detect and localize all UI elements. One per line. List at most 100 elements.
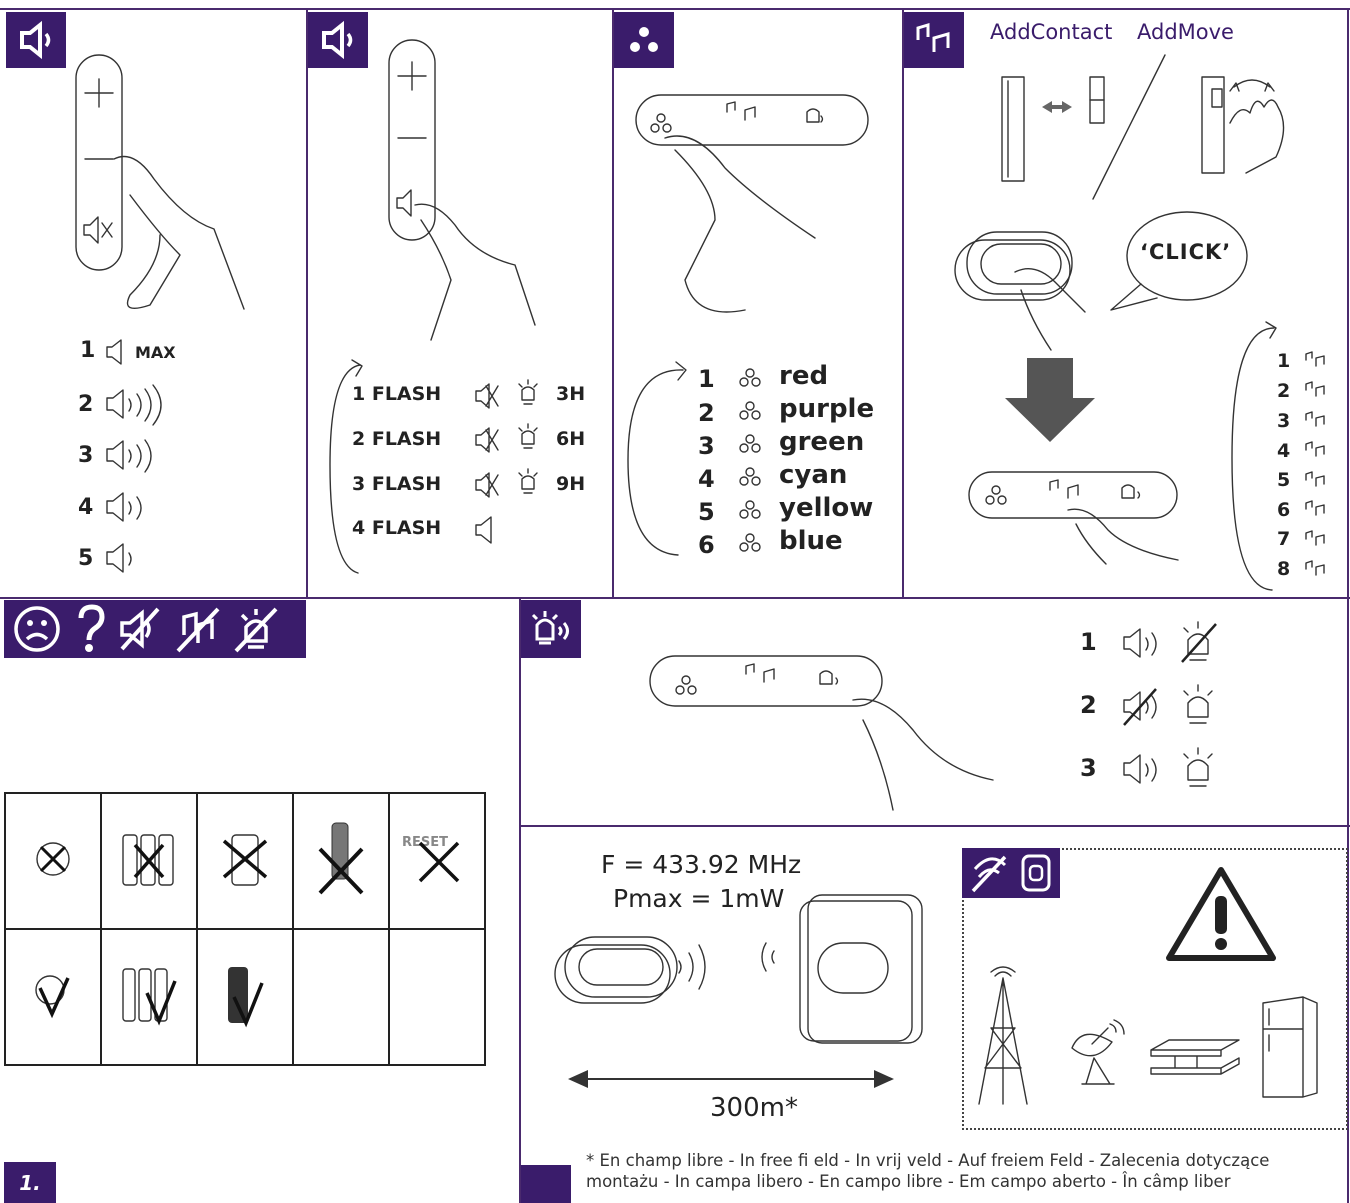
header-addcontact: AddContact bbox=[990, 20, 1113, 44]
cross-icon bbox=[418, 841, 460, 883]
coin-battery-check-icon bbox=[35, 975, 70, 1019]
hours-row-2: 6H bbox=[556, 428, 586, 450]
no-signal-badge bbox=[962, 848, 1060, 898]
no-melody-icon bbox=[176, 607, 220, 653]
flash-row-4: 4 FLASH bbox=[352, 517, 442, 539]
aa-pack-wrong bbox=[100, 792, 198, 930]
mid-rule bbox=[0, 597, 1350, 599]
warning-icon bbox=[1166, 867, 1276, 961]
speaker-on-icon bbox=[1123, 754, 1157, 784]
mute-icon bbox=[475, 427, 499, 453]
steel-beam-icon bbox=[1150, 1039, 1240, 1075]
melody-6-number: 6 bbox=[1277, 499, 1291, 521]
hours-row-1: 3H bbox=[556, 383, 586, 405]
level-4-number: 4 bbox=[78, 495, 94, 520]
speaker-icon bbox=[475, 516, 492, 544]
speaker-low-icon bbox=[106, 543, 132, 573]
receiver-illustration bbox=[761, 894, 923, 1044]
divider-4 bbox=[519, 597, 521, 1203]
level-2-number: 2 bbox=[78, 392, 94, 417]
speaker-muted-icon bbox=[1123, 688, 1157, 726]
hours-row-3: 9H bbox=[556, 473, 586, 495]
header-addmove: AddMove bbox=[1137, 20, 1234, 44]
mute-remote-illustration bbox=[388, 39, 536, 341]
light-off-icon bbox=[1181, 621, 1217, 663]
mute-icon bbox=[475, 472, 499, 498]
cycle-arrow bbox=[329, 359, 363, 574]
light-icon bbox=[518, 423, 538, 449]
cycle-arrow bbox=[627, 361, 687, 556]
light-icon bbox=[518, 468, 538, 494]
color-4-name: cyan bbox=[779, 460, 848, 490]
melody-4-number: 4 bbox=[1277, 440, 1291, 462]
footnote-badge bbox=[521, 1165, 571, 1203]
battery-check-icon bbox=[228, 967, 264, 1028]
color-6-name: blue bbox=[779, 526, 843, 556]
aa-batteries-icon bbox=[122, 834, 174, 886]
color-3-number: 3 bbox=[698, 432, 715, 460]
speaker-loud-icon bbox=[106, 384, 162, 426]
speaker-medium-icon bbox=[106, 492, 142, 522]
range-arrow bbox=[568, 1070, 894, 1088]
melody-7-number: 7 bbox=[1277, 528, 1291, 550]
footnote: * En champ libre - In free fi eld - In v… bbox=[586, 1151, 1270, 1191]
speaker-on-icon bbox=[1123, 628, 1157, 658]
device-icon bbox=[1021, 854, 1051, 892]
music-notes-icon bbox=[916, 22, 950, 52]
light-sound-badge bbox=[521, 600, 581, 658]
refrigerator-icon bbox=[1262, 996, 1318, 1098]
button-bar-illustration bbox=[635, 94, 869, 313]
empty-cell bbox=[388, 928, 486, 1066]
divider-2 bbox=[612, 8, 614, 598]
mode-2-number: 2 bbox=[1080, 691, 1097, 719]
flash-row-2: 2 FLASH bbox=[352, 428, 442, 450]
antenna-tower-icon bbox=[978, 966, 1028, 1105]
coin-cell-wrong bbox=[4, 792, 102, 930]
melody-badge bbox=[904, 12, 964, 68]
interference-box bbox=[962, 848, 1348, 1130]
color-2-name: purple bbox=[779, 394, 875, 424]
question-mark-icon bbox=[78, 604, 105, 652]
speaker-icon bbox=[106, 339, 122, 365]
top-rule bbox=[0, 8, 1350, 10]
battery-icon bbox=[222, 834, 268, 886]
page-number: 1. bbox=[19, 1170, 41, 1195]
color-4-number: 4 bbox=[698, 465, 715, 493]
light-on-icon bbox=[1183, 747, 1213, 787]
aa-pack-ok bbox=[100, 928, 198, 1066]
three-dots-icon bbox=[630, 27, 658, 52]
volume-remote-illustration bbox=[75, 54, 245, 310]
coin-cell-ok bbox=[4, 928, 102, 1066]
color-dots-icon bbox=[739, 368, 761, 552]
dead-battery-wrong bbox=[292, 792, 390, 930]
aa-batteries-check-icon bbox=[122, 968, 177, 1026]
color-6-number: 6 bbox=[698, 531, 715, 559]
light-on-icon bbox=[1183, 684, 1213, 724]
button-bar-illustration bbox=[649, 655, 994, 811]
right-edge bbox=[1347, 8, 1349, 1203]
level-1-number: 1 bbox=[80, 338, 96, 363]
page-number-badge: 1. bbox=[4, 1162, 56, 1203]
lower-rule bbox=[519, 825, 1350, 827]
battery-ok bbox=[196, 928, 294, 1066]
level-5-number: 5 bbox=[78, 546, 94, 571]
melody-8-number: 8 bbox=[1277, 558, 1291, 580]
battery-wrong bbox=[196, 792, 294, 930]
color-dots-badge bbox=[614, 12, 674, 68]
battery-icon bbox=[318, 822, 364, 895]
flash-row-3: 3 FLASH bbox=[352, 473, 442, 495]
melody-5-number: 5 bbox=[1277, 469, 1291, 491]
speaker-badge bbox=[6, 12, 66, 68]
satellite-dish-icon bbox=[1071, 1019, 1125, 1085]
color-1-number: 1 bbox=[698, 365, 715, 393]
level-1-suffix: MAX bbox=[135, 343, 176, 362]
divider-3 bbox=[902, 8, 904, 598]
no-sound-icon bbox=[120, 607, 160, 651]
mute-icon bbox=[475, 383, 499, 409]
level-3-number: 3 bbox=[78, 443, 94, 468]
melody-3-number: 3 bbox=[1277, 410, 1291, 432]
mode-1-number: 1 bbox=[1080, 628, 1097, 656]
arrow-down-icon bbox=[1005, 358, 1095, 442]
press-button-illustration bbox=[954, 211, 1248, 351]
button-bar-press-illustration bbox=[968, 471, 1179, 565]
